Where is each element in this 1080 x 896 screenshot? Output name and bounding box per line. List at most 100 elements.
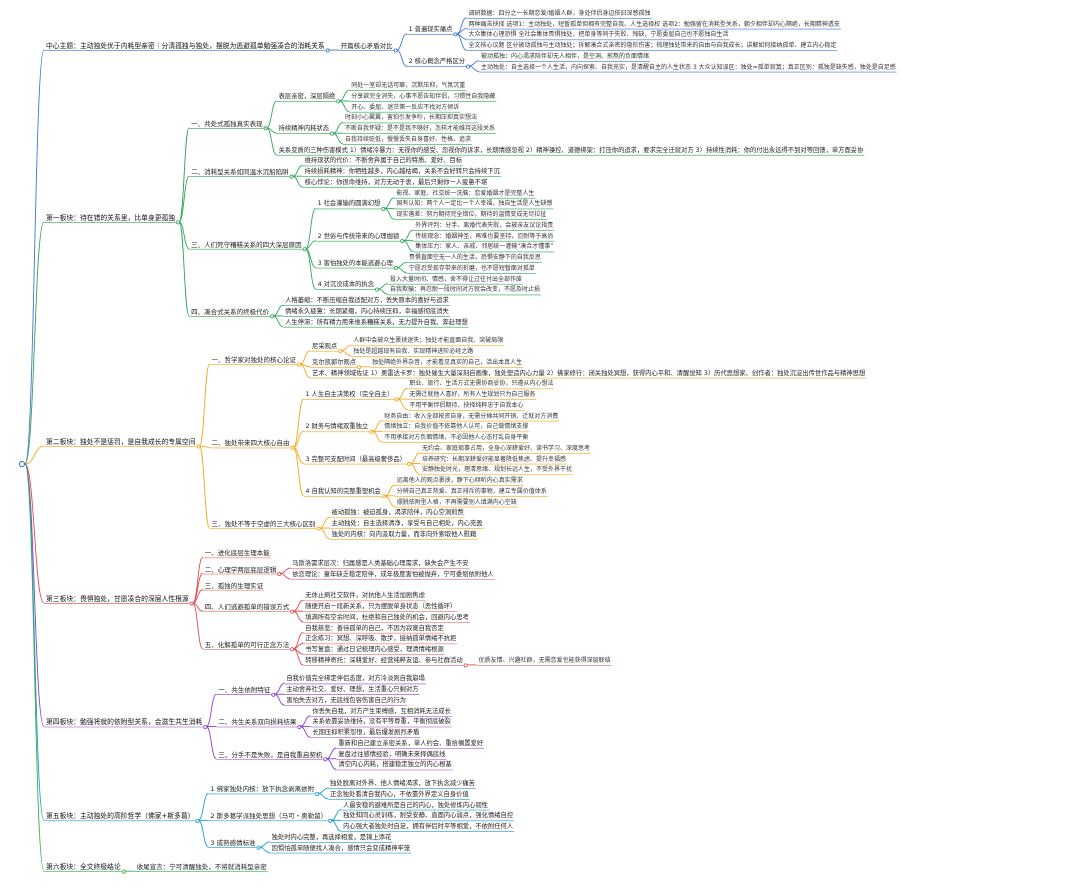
mindmap-node-level-4[interactable]: 财务自由：收入全部按资自身，无需分摊共同开销、迁就对方消费 <box>384 412 559 420</box>
mindmap-node-level-4[interactable]: 投入大量时间、情感，舍不得让过往付出全部作废 <box>390 275 523 283</box>
mindmap-node-level-3[interactable]: 随便开启一段新关系，只为摆脱单身状态（恶性循环） <box>305 603 457 611</box>
collapse-toggle-icon[interactable] <box>406 462 411 467</box>
mindmap-node-level-2[interactable]: 二、心理学两层底层逻辑 <box>204 565 277 574</box>
collapse-toggle-icon[interactable] <box>256 845 261 850</box>
mindmap-node-level-1[interactable]: 第四板块：勉强将就的依附型关系，会滋生共生消耗 <box>46 718 203 727</box>
collapse-toggle-icon[interactable] <box>189 601 194 606</box>
mindmap-node-level-4[interactable]: 不断自我怀疑：是不是我不够好，怎样才能维持这段关系 <box>345 125 496 133</box>
mindmap-node-level-4[interactable]: 调研数据：四分之一长期恋爱/婚姻人群，身处伴侣身边依旧深感孤独 <box>468 9 651 17</box>
mindmap-node-level-4[interactable]: 被动孤独：内心渴求陪伴却无人相伴，是空洞、煎熬的负面情绪 <box>481 52 650 60</box>
mindmap-node-level-3[interactable]: 人最安稳的避难所是自己的内心，独处修炼内心韧性 <box>343 801 488 809</box>
mindmap-node-level-4[interactable]: 同处一室却无话可聊，沉默压抑，气氛沉重 <box>351 82 466 90</box>
collapse-toggle-icon[interactable] <box>338 349 343 354</box>
collapse-toggle-icon[interactable] <box>196 444 201 449</box>
mindmap-node-level-3[interactable]: 核心悖论：你很命维持，对方无动于衷，最后只剩你一人疲惫不堪 <box>304 178 488 186</box>
collapse-toggle-icon[interactable] <box>381 206 386 211</box>
mindmap-node-level-4[interactable]: 独处是超越现有自我、实现精神进阶必经之路 <box>353 348 474 356</box>
mindmap-node-level-3[interactable]: 独处时内心完整，再选择相爱，是锦上添花 <box>271 833 392 841</box>
collapse-toggle-icon[interactable] <box>203 724 208 729</box>
collapse-toggle-icon[interactable] <box>400 239 405 244</box>
mindmap-node-level-1[interactable]: 第二板块：独处不是惩罚，是自我成长的专属空间 <box>46 438 196 447</box>
mindmap-node-level-4[interactable]: 影视、家庭、社交统一洗脑：恋爱婚姻才是完整人生 <box>396 189 535 197</box>
collapse-toggle-icon[interactable] <box>290 609 295 614</box>
collapse-toggle-icon[interactable] <box>176 220 181 225</box>
mindmap-node-level-3[interactable]: 4 自我认知的完整重塑机会 <box>305 487 381 495</box>
mindmap-node-level-4[interactable]: 两种痛苦抉择 选项1：主动独处，短暂孤单但拥有完整自我、人生选择权 选项2：勉强… <box>468 20 840 28</box>
collapse-toggle-icon[interactable] <box>393 266 398 271</box>
collapse-toggle-icon[interactable] <box>290 445 295 450</box>
mindmap-node-level-3[interactable]: 表层亲密，深层隔绝 <box>278 92 336 100</box>
mindmap-node-level-2[interactable]: 二、共生关系双向损耗结果 <box>218 718 297 727</box>
mindmap-node-level-4[interactable]: 安静独处时光，理清思绪、规划长远人生，不受外界干扰 <box>421 466 572 474</box>
mindmap-node-level-3[interactable]: 正念练习：冥想、深呼吸、散步，接纳孤单情绪不抗拒 <box>305 635 457 643</box>
collapse-toggle-icon[interactable] <box>325 48 330 53</box>
mindmap-node-level-3[interactable]: 独处的内核：向内汲取力量，而非向外索取他人慰藉 <box>331 530 477 538</box>
mindmap-node-level-4[interactable]: 自我欺骗：再忍耐一段时间对方就会改变，不愿及时止损 <box>390 286 541 294</box>
mindmap-node-level-3[interactable]: 填满所有空余时间，杜绝和自己独处的机会，回避内心思考 <box>305 613 469 621</box>
collapse-toggle-icon[interactable] <box>336 99 341 104</box>
mindmap-node-level-2[interactable]: 三、孤独的生理实证 <box>204 581 264 590</box>
mindmap-node-level-3[interactable]: 4 对沉没成本的执念 <box>317 281 375 289</box>
mindmap-node-level-3[interactable]: 3 完整可支配时间（最高级奢侈品） <box>305 455 406 463</box>
mindmap-node-level-3[interactable]: 无休止刷社交软件，对抗他人生活加剧焦虑 <box>305 592 425 600</box>
collapse-toggle-icon[interactable] <box>393 48 398 53</box>
collapse-toggle-icon[interactable] <box>330 131 335 136</box>
mindmap-node-level-4[interactable]: 无约会、家庭琐事占用，全身心深耕爱好、读书学习、深度思考 <box>421 444 590 452</box>
mindmap-node-level-4[interactable]: 培养研究：长期深耕爱好能显著降低焦虑、提升幸福感 <box>421 455 566 463</box>
mindmap-node-level-4[interactable]: 集体压力：家人、亲戚、邻居统一灌输“凑合才懂事” <box>415 243 554 251</box>
mindmap-node-level-1[interactable]: 中心主题：主动独处优于内耗型亲密｜分清孤独与独处，摆脱为逃避孤单勉强凑合的消耗关… <box>46 42 325 51</box>
mindmap-node-level-3[interactable]: 主动舍弃社交、爱好、理想，生活重心只剩对方 <box>286 686 419 694</box>
mindmap-node-level-3[interactable]: 人格萎缩：不断压缩自我适配对方，丢失原本的喜好与追求 <box>285 297 449 305</box>
mindmap-node-level-2[interactable]: 1 佛家独处内核：放下执念剥离依附 <box>210 785 315 794</box>
mindmap-node-level-3[interactable]: 2 世俗与传统带来的心理枷锁 <box>317 232 400 240</box>
mindmap-node-level-2[interactable]: 收尾宣言：宁可清醒独处，不将就消耗型亲密 <box>136 863 267 872</box>
mindmap-node-level-3[interactable]: 人生停滞：所有精力用来维系糟糕关系，无力提升自我、奔赴理想 <box>285 318 468 326</box>
mindmap-node-level-3[interactable]: 情绪永久疲惫：长期紧绷，内心持续压抑，幸福感彻底消失 <box>285 307 449 315</box>
mindmap-node-level-1[interactable]: 第六板块：全文终极结论 <box>46 863 121 872</box>
collapse-toggle-icon[interactable] <box>270 314 275 319</box>
mindmap-node-level-4[interactable]: 外界评判：分手、离婚代表失败，会被亲友议论指责 <box>415 221 554 229</box>
mindmap-node-level-4[interactable]: 优质友情、兴趣社群，无需恋爱也能获得深层联结 <box>478 656 611 664</box>
collapse-toggle-icon[interactable] <box>463 663 468 668</box>
collapse-toggle-icon[interactable] <box>394 397 399 402</box>
mindmap-node-level-4[interactable]: 传统观念：婚姻神圣，再难也要坚持，忍耐等于高尚 <box>415 232 554 240</box>
collapse-toggle-icon[interactable] <box>328 818 333 823</box>
mindmap-node-level-3[interactable]: 2 财务与情绪双重独立 <box>305 423 369 431</box>
mindmap-node-level-3[interactable]: 1 人生自主决策权（完全自主） <box>305 391 394 399</box>
mindmap-node-level-4[interactable]: 固有认知：两个人一定比一个人幸福，独自生活是人生缺憾 <box>396 200 553 208</box>
mindmap-node-level-3[interactable]: 书写复盘：通过日记梳理内心感受，理清情绪根源 <box>305 646 444 654</box>
mindmap-node-level-4[interactable]: 职业、旅行、生活方式无需协商妥协，只遵从内心想法 <box>409 380 554 388</box>
mindmap-node-level-2[interactable]: 二、消耗型关系如同温水沉船陷阱 <box>191 168 289 177</box>
mindmap-node-level-4[interactable]: 时刻小心翼翼，害怕引发争吵，长期压抑真实想法 <box>345 114 478 122</box>
collapse-toggle-icon[interactable] <box>323 757 328 762</box>
mindmap-node-level-3[interactable]: 持续损耗精神：你牺牲越多，内心越枯竭，关系不会好转只会持续下沉 <box>304 168 500 176</box>
mindmap-node-level-4[interactable]: 独处隔绝外界杂音，才能看见真实的自己，活出本真人生 <box>372 358 523 366</box>
mindmap-node-level-2[interactable]: 一、进化底层生理本能 <box>204 549 270 558</box>
mindmap-node-level-3[interactable]: 复盘过往感情经验，明确未来择偶底线 <box>338 750 446 758</box>
mindmap-node-level-3[interactable]: 被动孤独：被迫孤身，渴求陪伴，内心空洞煎熬 <box>331 509 464 517</box>
mindmap-node-level-3[interactable]: 重新和自己建立亲密关系，单人约会、重拾搁置爱好 <box>338 739 484 747</box>
mindmap-node-level-2[interactable]: 四、凑合式关系的终极代价 <box>191 307 270 316</box>
mindmap-node-level-3[interactable]: 1 社会灌输的圆满幻想 <box>317 200 381 208</box>
mindmap-node-level-4[interactable]: 主动独处：自主选择一个人生活，内向探索、自我充实，是清醒自主的人生状态 3 大众… <box>481 63 896 71</box>
collapse-toggle-icon[interactable] <box>315 791 320 796</box>
collapse-toggle-icon[interactable] <box>381 494 386 499</box>
mindmap-node-level-3[interactable]: 1 普遍现实痛点 <box>408 25 453 33</box>
mindmap-node-level-1[interactable]: 第三板块：畏惧独处，甘愿凑合的深层人性根源 <box>46 595 189 604</box>
mindmap-node-level-3[interactable]: 自我价值完全绑定伴侣态度，对方冷淡则自我崩塌 <box>286 675 425 683</box>
mindmap-node-level-4[interactable]: 全文核心议题 区分被动孤独与主动独处；拆解凑合式亲密的隐形伤害；梳理独处带来的自… <box>468 42 837 50</box>
mindmap-node-level-2[interactable]: 二、独处带来四大核心自由 <box>211 439 290 448</box>
collapse-toggle-icon[interactable] <box>302 247 307 252</box>
mindmap-node-level-4[interactable]: 开心、委屈、迷茫第一反应不找对方倾诉 <box>351 103 460 111</box>
mindmap-node-level-2[interactable]: 开篇核心矛盾对比 <box>340 42 393 51</box>
mindmap-node-level-3[interactable]: 3 害怕独处的本能逃避心理 <box>317 259 393 267</box>
mindmap-node-level-2[interactable]: 2 斯多葛学派独处思想（马可・奥勒留） <box>210 812 328 821</box>
mindmap-node-level-4[interactable]: 大众集体心理恐惧 全社会集体畏惧独处，把单身等同于失败、残缺，宁愿委屈自己也不愿… <box>468 31 729 39</box>
mindmap-node-level-4[interactable]: 不用承接对方负面情绪，不必因他人心态打乱自身平衡 <box>384 434 529 442</box>
collapse-toggle-icon[interactable] <box>316 526 321 531</box>
mindmap-node-level-3[interactable]: 长期压抑积累怨恨，最后爆发剧烈矛盾 <box>312 729 420 737</box>
collapse-toggle-icon[interactable] <box>297 362 302 367</box>
mindmap-node-level-4[interactable]: 分辨自己真正热爱、真正排斥的事物，建立专属价值体系 <box>396 487 547 495</box>
mindmap-node-level-4[interactable]: 人群中会被众生裹挟迷失；独处才能直面自我、突破局限 <box>353 337 504 345</box>
mindmap-node-level-2[interactable]: 三、人们死守糟糕关系的四大深层原因 <box>191 240 302 249</box>
